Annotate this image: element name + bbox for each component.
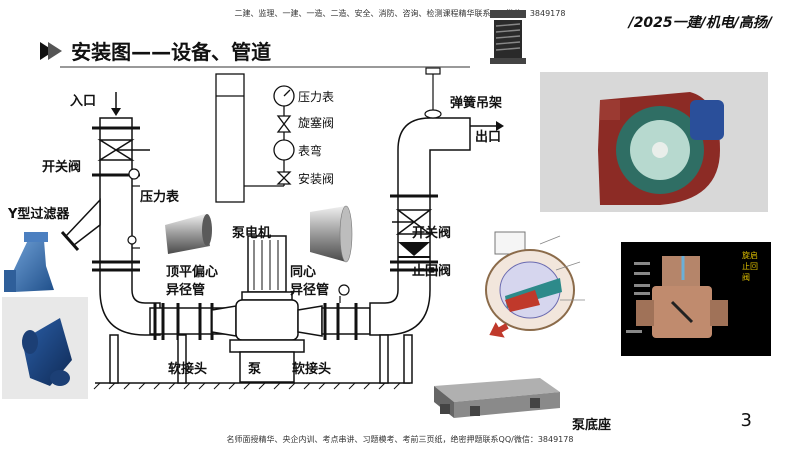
pipe-supports — [109, 334, 413, 384]
pump-motor-label: 泵电机 — [232, 226, 272, 241]
right-switch-valve — [392, 209, 433, 235]
pressure-gauge-label: 压力表 — [140, 190, 180, 205]
eccentric-reducer-label: 顶平偏心 异径管 — [166, 265, 219, 298]
soft-joint-left-label: 软接头 — [168, 362, 208, 377]
left-pressure-gauge — [127, 168, 140, 249]
check-valve-cutaway — [485, 231, 585, 338]
pump-motor — [241, 235, 293, 301]
course-tag: /2025一建/机电/高扬/ — [628, 15, 772, 31]
page-number: 3 — [740, 410, 752, 431]
pump-cutaway-photo — [540, 72, 768, 212]
title-underline — [60, 66, 470, 68]
pump-base-photo — [434, 378, 560, 418]
check-valve-symbol — [398, 242, 430, 258]
legend-bend: 表弯 — [298, 144, 323, 158]
check-valve-label: 止回阀 — [412, 264, 452, 279]
pump-body — [229, 299, 305, 383]
header-contact-line: 二建、监理、一建、一造、二造、安全、消防、咨询、检测课程精华联系QQ/微信：38… — [234, 9, 566, 18]
soft-joint-right-label: 软接头 — [292, 362, 332, 377]
outlet-label: 出口 — [475, 130, 502, 145]
y-filter-photo — [0, 228, 60, 296]
right-pressure-gauge — [338, 284, 350, 303]
bottom-pipe-left — [149, 303, 241, 340]
footer-contact-line: 名师面授精华、央企内训、考点串讲、习题模考、考前三页纸，绝密押题联系QQ/微信：… — [226, 435, 574, 444]
concentric-reducer-render — [310, 205, 353, 263]
y-filter-photo-2 — [2, 297, 88, 399]
legend-plug-valve: 旋塞阀 — [298, 116, 335, 130]
legend-install-valve: 安装阀 — [298, 172, 335, 186]
title-arrow-shadow-icon — [48, 41, 62, 60]
slide-title: 安装图——设备、管道 — [40, 36, 271, 65]
left-switch-valve-label: 开关阀 — [42, 160, 82, 175]
swing-check-valve-diagram — [621, 242, 771, 356]
inlet-label: 入口 — [70, 94, 97, 109]
y-filter-branch — [60, 198, 101, 251]
concentric-reducer-label: 同心 异径管 — [290, 265, 330, 298]
swing-check-valve-title: 旋启止回阀 — [742, 251, 758, 282]
outlet-arrow — [470, 121, 504, 131]
legend-pressure-gauge: 压力表 — [298, 90, 335, 104]
spring-hanger — [424, 67, 442, 119]
spring-hanger-label: 弹簧吊架 — [450, 96, 503, 111]
inlet-arrow — [111, 92, 121, 116]
right-switch-valve-label: 开关阀 — [412, 226, 452, 241]
spring-hanger-photo — [490, 10, 526, 64]
eccentric-reducer-render — [165, 214, 212, 254]
gauge-assembly-legend — [215, 73, 295, 203]
y-filter-label: Y型过滤器 — [8, 207, 70, 222]
pump-label: 泵 — [248, 362, 262, 377]
pump-base-label: 泵底座 — [572, 418, 612, 433]
title-text: 安装图——设备、管道 — [71, 40, 272, 64]
left-switch-valve — [97, 139, 150, 161]
floor — [93, 382, 410, 390]
